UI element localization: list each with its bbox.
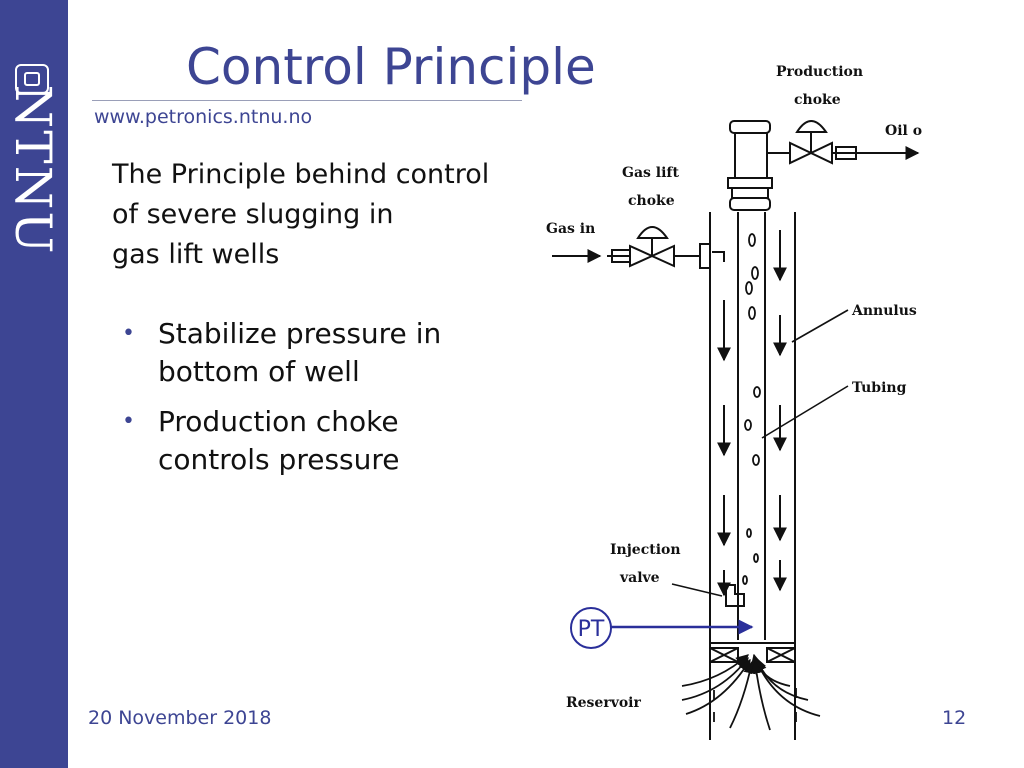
well-casing — [709, 212, 796, 740]
bullet-text: controls pressure — [158, 443, 400, 476]
bullet-text: Stabilize pressure in — [158, 317, 442, 350]
bullet-list: • Stabilize pressure in bottom of well •… — [122, 315, 441, 491]
reservoir-inflow-arrows — [681, 653, 821, 731]
gas-bubbles — [742, 233, 761, 585]
label-reservoir: Reservoir — [566, 695, 641, 711]
leader-lines — [671, 309, 849, 597]
label-production-choke: Production — [776, 64, 863, 80]
ntnu-logo-icon — [15, 64, 49, 94]
slide-title: Control Principle — [186, 38, 596, 96]
subtitle-line: gas lift wells — [112, 239, 280, 270]
bullet-dot-icon: • — [122, 409, 135, 434]
subtitle-line: The Principle behind control — [112, 159, 490, 190]
wellhead — [727, 120, 773, 211]
injection-valve — [725, 584, 745, 607]
label-oil-out: Oil o — [885, 123, 922, 139]
page-number: 12 — [942, 707, 967, 729]
bullet-item: • Stabilize pressure in bottom of well — [122, 315, 441, 391]
bullet-dot-icon: • — [122, 321, 135, 346]
label-gas-lift-choke: choke — [628, 193, 675, 209]
footer-date: 20 November 2018 — [88, 707, 272, 729]
label-tubing: Tubing — [852, 380, 907, 396]
label-annulus: Annulus — [851, 303, 917, 319]
subtitle-line: of severe slugging in — [112, 199, 394, 230]
bullet-item: • Production choke controls pressure — [122, 403, 441, 479]
sidebar-brand-bar: NTNU — [0, 0, 68, 768]
bullet-text: bottom of well — [158, 355, 360, 388]
label-production-choke: choke — [794, 92, 841, 108]
label-pt: PT — [578, 617, 605, 642]
production-choke-valve — [767, 120, 920, 165]
pressure-transmitter — [570, 607, 754, 649]
label-gas-lift-choke: Gas lift — [622, 165, 679, 181]
website-url[interactable]: www.petronics.ntnu.no — [94, 106, 313, 128]
label-injection-valve: valve — [619, 570, 660, 586]
title-divider — [92, 100, 522, 101]
label-injection-valve: Injection — [610, 542, 681, 558]
bullet-text: Production choke — [158, 405, 399, 438]
slide-subtitle: The Principle behind control of severe s… — [112, 155, 489, 275]
label-gas-in: Gas in — [546, 221, 595, 237]
